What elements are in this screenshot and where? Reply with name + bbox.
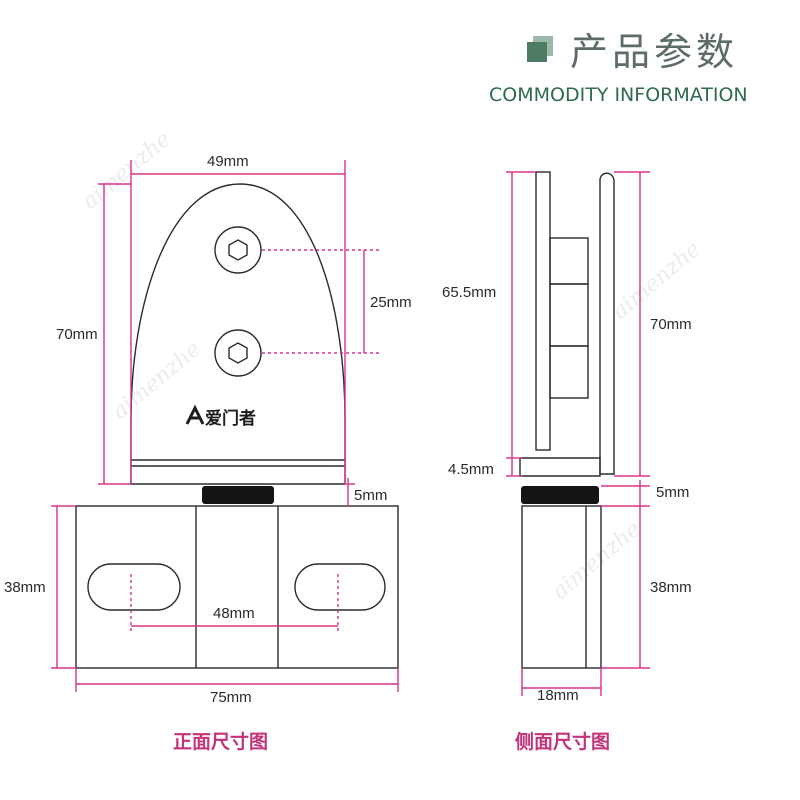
header-square-front: [527, 42, 547, 62]
dim-slot-spacing: 48mm: [213, 605, 255, 622]
front-view: 爱门者 49mm 70mm 25mm 5mm 38mm: [4, 153, 412, 753]
side-spacer: [549, 283, 589, 347]
front-slot-left: [87, 563, 181, 611]
front-slot-right: [294, 563, 386, 611]
dim-height: 70mm: [56, 326, 98, 343]
dim-side-height: 70mm: [650, 316, 692, 333]
header-title-zh: 产品参数: [570, 30, 738, 74]
side-gasket: [521, 486, 599, 504]
dim-top-width: 49mm: [207, 153, 249, 170]
dim-hole-spacing: 25mm: [370, 294, 412, 311]
side-plate-right: [599, 172, 615, 475]
front-clamp-plate: [130, 183, 346, 461]
brand-logo: 爱门者: [185, 404, 256, 429]
side-spacer: [549, 237, 589, 285]
front-view-caption: 正面尺寸图: [173, 730, 268, 753]
brand-logo-text: 爱门者: [205, 408, 256, 429]
dim-gap: 5mm: [354, 487, 387, 504]
watermark: aimenzhe aimenzhe aimenzhe aimenzhe: [78, 127, 706, 605]
header-title-en: COMMODITY INFORMATION: [489, 84, 748, 106]
dim-side-base-height: 38mm: [650, 579, 692, 596]
side-spacer: [549, 345, 589, 399]
front-gasket: [202, 486, 274, 504]
svg-text:aimenzhe: aimenzhe: [108, 337, 206, 425]
side-view: 65.5mm 4.5mm 70mm 5mm 38mm 18mm 侧面尺寸图: [442, 171, 692, 753]
side-view-caption: 侧面尺寸图: [515, 730, 610, 753]
screw-icon: [214, 329, 262, 377]
side-base-block: [521, 505, 602, 669]
screw-icon: [214, 226, 262, 274]
side-plate-left: [535, 171, 551, 451]
front-base-block: [75, 505, 399, 669]
dim-base-height: 38mm: [4, 579, 46, 596]
dim-inner-height: 65.5mm: [442, 284, 496, 301]
brand-logo-mark-icon: [185, 404, 205, 425]
dim-side-gap: 5mm: [656, 484, 689, 501]
dim-base-width: 75mm: [210, 689, 252, 706]
svg-text:aimenzhe: aimenzhe: [78, 127, 176, 215]
dim-lip: 4.5mm: [448, 461, 494, 478]
svg-text:aimenzhe: aimenzhe: [608, 237, 706, 325]
dim-side-base-width: 18mm: [537, 687, 579, 704]
svg-text:aimenzhe: aimenzhe: [548, 517, 646, 605]
side-lip: [519, 457, 601, 477]
header: 产品参数 COMMODITY INFORMATION: [489, 30, 748, 106]
